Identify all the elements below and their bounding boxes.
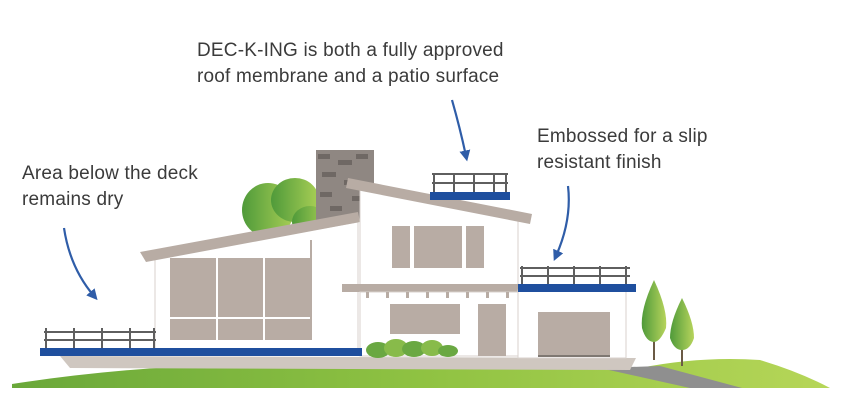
- garage-wing: [517, 289, 627, 359]
- dry-annotation: Area below the deck remains dry: [22, 161, 198, 213]
- slip-annotation-line-2: resistant finish: [537, 152, 662, 173]
- tree-icon: [641, 280, 694, 366]
- dry-annotation-line-2: remains dry: [22, 189, 124, 210]
- right-deck: [518, 266, 636, 292]
- membrane-annotation-line-1: DEC-K-ING is both a fully approved: [197, 40, 504, 61]
- arrow-icon: [62, 99, 570, 301]
- center-section: [342, 178, 532, 357]
- bush-icon: [366, 339, 458, 358]
- left-deck: [40, 328, 362, 356]
- membrane-annotation: DEC-K-ING is both a fully approved roof …: [197, 38, 504, 90]
- dry-annotation-line-1: Area below the deck: [22, 163, 198, 184]
- top-deck: [430, 173, 510, 200]
- slip-annotation: Embossed for a slip resistant finish: [537, 124, 708, 176]
- membrane-annotation-line-2: roof membrane and a patio surface: [197, 66, 500, 87]
- ground: [12, 356, 830, 388]
- slip-annotation-line-1: Embossed for a slip: [537, 126, 708, 147]
- left-wing: [140, 212, 360, 351]
